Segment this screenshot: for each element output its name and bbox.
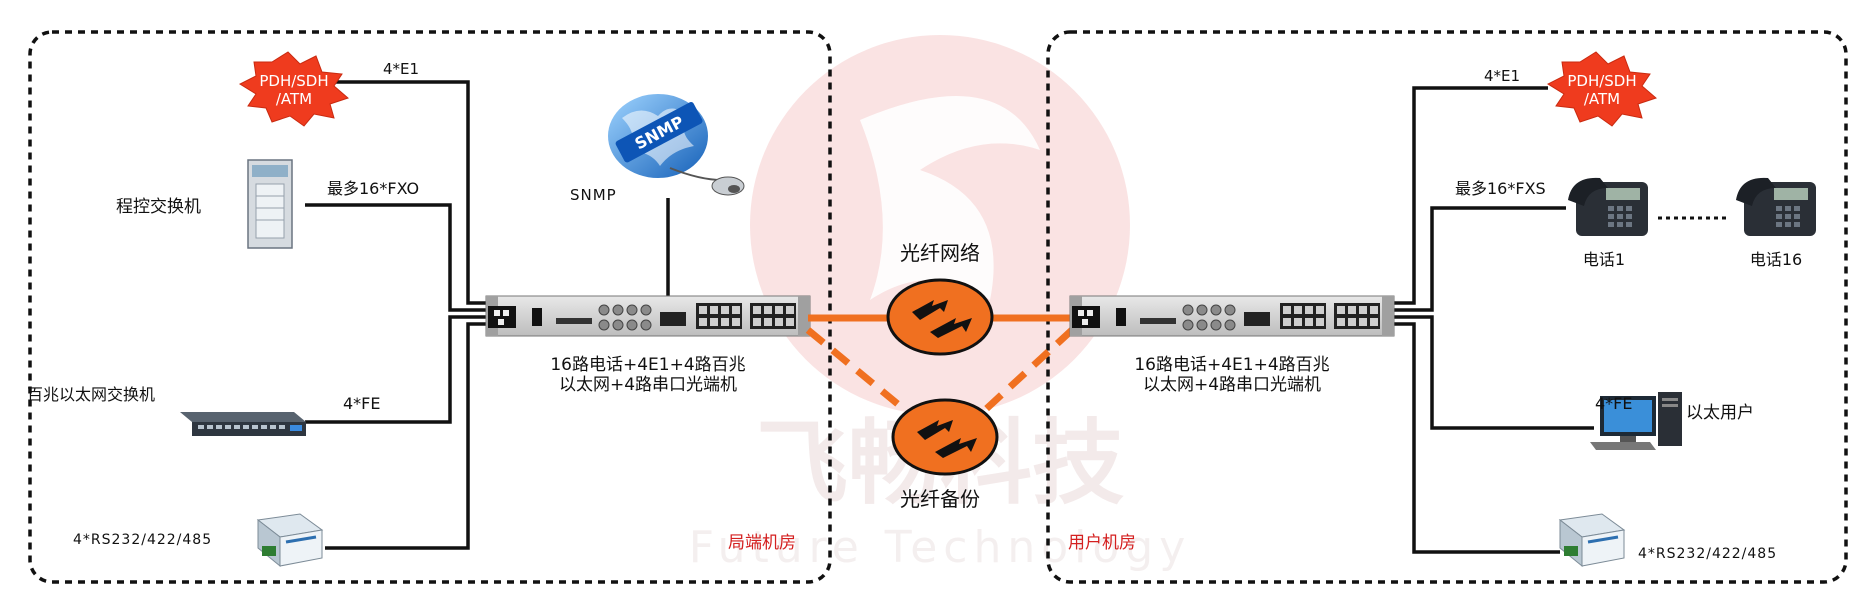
right-fe-label: 4*FE [1595,394,1633,413]
switch-label: 百兆以太网交换机 [27,385,155,404]
left-optical-terminal-device [485,295,811,337]
left-connection-lines [305,80,670,550]
watermark-en: Future Technology [689,522,1192,573]
right-device-caption-line2: 以太网+4路串口光端机 [1143,375,1321,395]
left-pdh-line2: /ATM [276,90,312,108]
left-pdh-line1: PDH/SDH [259,72,328,90]
left-fe-label: 4*FE [343,394,381,413]
pbx-label: 程控交换机 [116,197,201,217]
ethernet-switch-icon [180,412,306,436]
phone-16-icon [1736,177,1816,236]
pc-label: 以太用户 [1686,403,1754,423]
right-e1-label: 4*E1 [1484,67,1520,85]
pbx-cabinet-icon [247,159,293,249]
fiber-network-router-icon [886,278,994,356]
fiber-network-label: 光纤网络 [900,241,980,265]
right-pdh-cloud: PDH/SDH /ATM [1546,51,1657,127]
right-optical-terminal-device [1069,295,1395,337]
phone-1-icon [1568,177,1648,236]
right-rs-label: 4*RS232/422/485 [1638,546,1777,562]
left-serial-converter-icon [256,513,324,568]
snmp-globe-icon: SNMP [608,94,745,196]
left-device-caption-line1: 16路电话+4E1+4路百兆 [550,355,745,375]
right-pdh-line1: PDH/SDH [1567,72,1636,90]
left-e1-label: 4*E1 [383,60,419,78]
left-room-label: 局端机房 [728,533,796,553]
left-rs-label: 4*RS232/422/485 [73,532,212,548]
snmp-label: SNMP [570,186,617,204]
right-device-caption-line1: 16路电话+4E1+4路百兆 [1134,355,1329,375]
fiber-backup-router-icon [891,398,999,476]
right-connection-lines [1392,86,1594,554]
fiber-backup-label: 光纤备份 [900,487,980,511]
left-room-boundary [28,30,832,584]
left-device-caption-line2: 以太网+4路串口光端机 [559,375,737,395]
right-serial-converter-icon [1558,513,1626,568]
right-room-boundary [1046,30,1848,584]
left-pdh-cloud: PDH/SDH /ATM [238,51,349,127]
phone-16-label: 电话16 [1750,250,1802,269]
right-room-label: 用户机房 [1068,533,1136,553]
fxo-label: 最多16*FXO [327,179,419,198]
right-pdh-line2: /ATM [1584,90,1620,108]
phone-1-label: 电话1 [1583,250,1625,269]
fxs-label: 最多16*FXS [1455,179,1546,198]
pc-icon [1590,392,1682,450]
